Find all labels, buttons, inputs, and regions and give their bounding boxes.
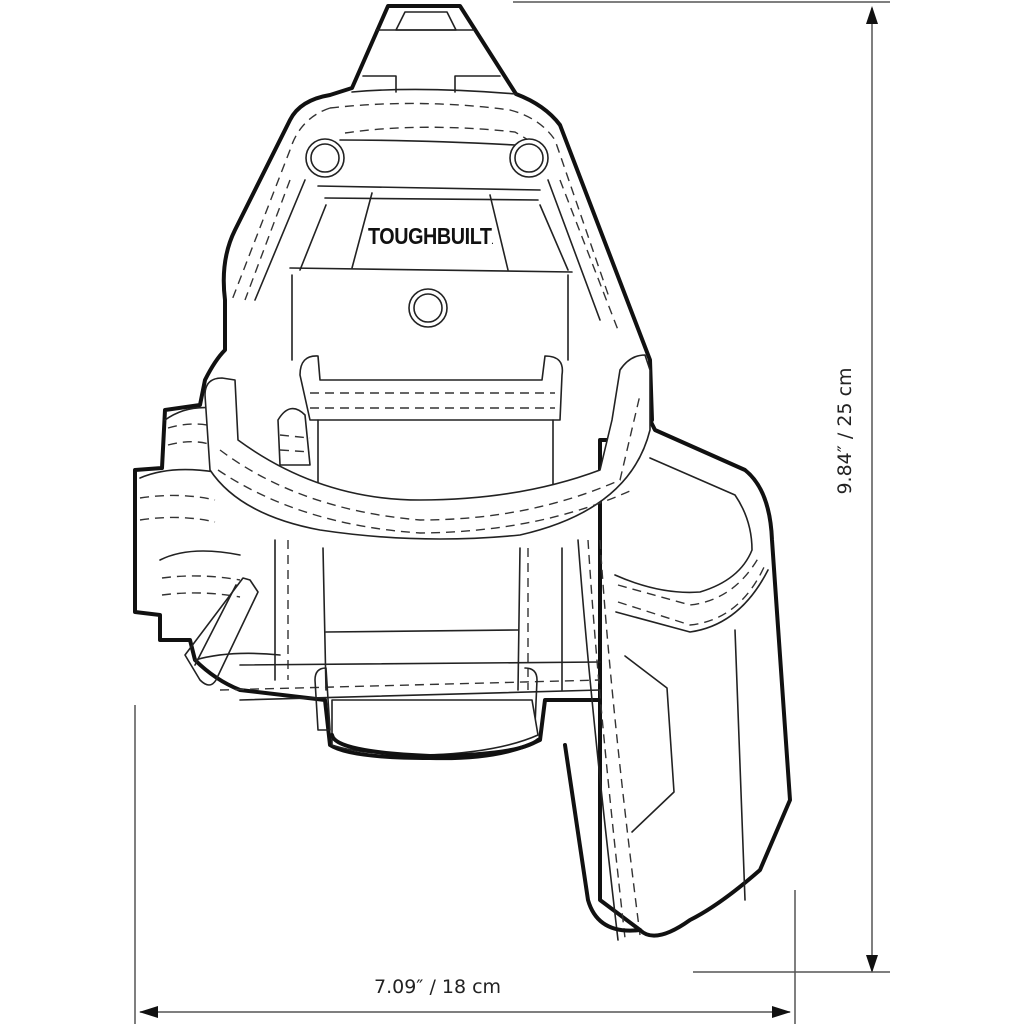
arrow-up-icon (866, 6, 878, 24)
width-dimension (134, 705, 796, 1024)
arrow-right-icon (772, 1006, 791, 1018)
height-value: 9.84″ / 25 cm (834, 367, 856, 495)
left-side-pockets (139, 406, 281, 686)
height-dimension (513, 1, 890, 973)
trademark-mark: . (491, 237, 494, 246)
width-value: 7.09″ / 18 cm (374, 976, 502, 998)
width-dimension-label: 7.09″ / 18 cm (374, 976, 501, 998)
front-pocket (277, 355, 564, 501)
arrow-left-icon (139, 1006, 158, 1018)
side-strap (563, 539, 642, 941)
holster-pocket (598, 418, 792, 938)
carry-handle (204, 354, 651, 540)
height-dimension-label: 9.84″ / 25 cm (834, 356, 856, 506)
brand-logo: TOUGHBUILT. (368, 223, 493, 250)
brand-logo-text: TOUGHBUILT (368, 223, 492, 249)
lower-pouch (219, 539, 601, 758)
arrow-down-icon (866, 955, 878, 973)
